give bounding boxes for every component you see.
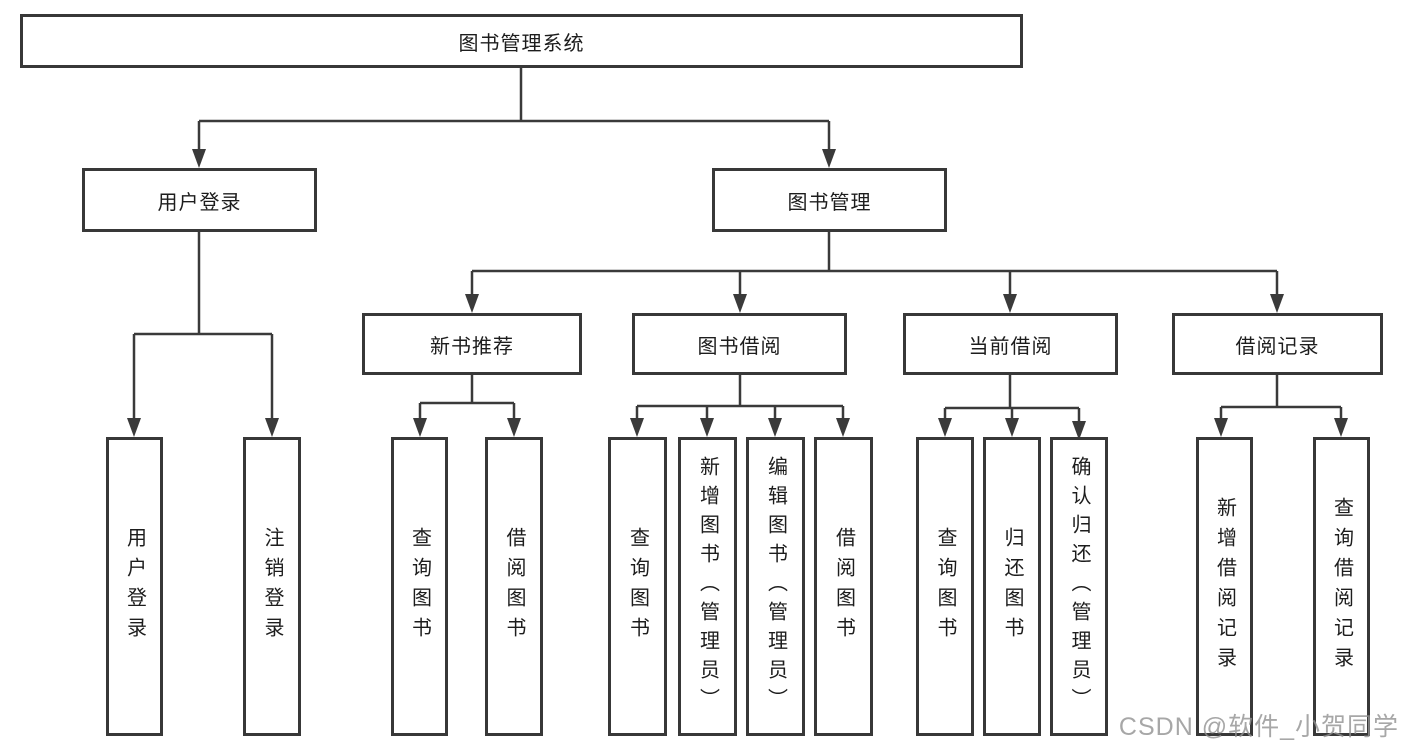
node-label: 编辑图书（管理员） [764,456,787,717]
node-label: 用户登录 [123,526,146,647]
node-book-borrowing: 图书借阅 [632,313,847,375]
node-label: 查询图书 [408,526,431,647]
node-leaf-borrow-books: 借阅图书 [814,437,873,736]
node-label: 当前借阅 [968,335,1053,358]
node-user-login: 用户登录 [82,168,317,232]
node-label: 归还图书 [1001,526,1023,647]
node-leaf-add-books-admin: 新增图书（管理员） [678,437,737,736]
node-leaf-add-borrow-record: 新增借阅记录 [1196,437,1253,736]
node-leaf-query-books-borrow: 查询图书 [608,437,667,736]
node-leaf-query-borrow-record: 查询借阅记录 [1313,437,1370,736]
node-borrow-records: 借阅记录 [1172,313,1383,375]
node-label: 图书管理系统 [458,32,585,55]
node-leaf-user-login: 用户登录 [106,437,163,736]
node-label: 图书管理 [787,191,872,214]
node-label: 新书推荐 [430,335,514,358]
node-label: 借阅记录 [1235,335,1320,358]
connector-current-borrow-branch [938,375,1086,440]
node-leaf-edit-books-admin: 编辑图书（管理员） [746,437,805,736]
node-new-book-recommend: 新书推荐 [362,313,582,375]
node-label: 新增图书（管理员） [696,456,719,717]
node-leaf-query-books-recommend: 查询图书 [391,437,448,736]
connector-new-book-branch [413,375,521,437]
connector-root-to-level2 [192,68,836,168]
node-leaf-return-books: 归还图书 [983,437,1041,736]
node-label: 新增借阅记录 [1213,496,1236,677]
node-leaf-confirm-return-admin: 确认归还（管理员） [1050,437,1108,736]
connector-user-login-branch [127,232,279,437]
node-label: 查询借阅记录 [1330,496,1353,677]
node-label: 确认归还（管理员） [1068,456,1090,717]
node-label: 借阅图书 [832,526,855,647]
node-current-borrowing: 当前借阅 [903,313,1118,375]
node-label: 用户登录 [157,191,242,214]
connector-book-borrow-branch [630,375,850,437]
connector-borrow-record-branch [1214,375,1348,437]
node-label: 图书借阅 [697,335,782,358]
node-label: 查询图书 [626,526,649,647]
node-root-library-system: 图书管理系统 [20,14,1023,68]
node-leaf-logout: 注销登录 [243,437,301,736]
node-label: 注销登录 [261,526,283,647]
node-book-management: 图书管理 [712,168,947,232]
node-leaf-borrow-books-recommend: 借阅图书 [485,437,543,736]
node-label: 借阅图书 [503,526,525,647]
connector-book-mgmt-branch [465,232,1284,313]
node-leaf-query-books-current: 查询图书 [916,437,974,736]
node-label: 查询图书 [934,526,956,647]
